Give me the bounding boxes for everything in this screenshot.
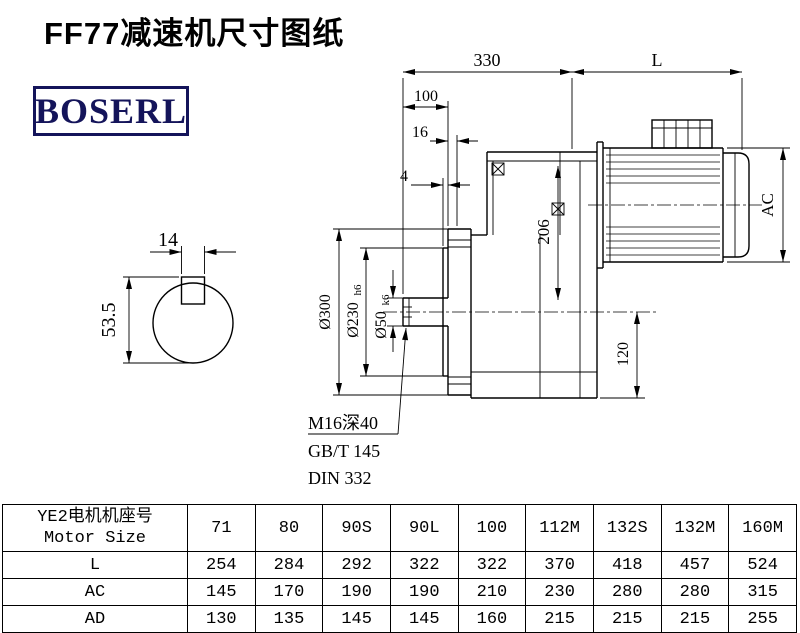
dim-d50-label: Ø50 — [373, 311, 390, 339]
note-din: DIN 332 — [308, 468, 372, 488]
motor-size-header-en: Motor Size — [43, 529, 147, 548]
row-label-AD: AD — [2, 605, 188, 633]
AD-value: 215 — [525, 605, 594, 633]
table-row-AD: AD 130 135 145 145 160 215 215 215 255 — [2, 605, 797, 633]
table-header-row: YE2电机机座号 Motor Size 71 80 90S 90L 100 11… — [2, 504, 797, 552]
table-row-L: L 254 284 292 322 322 370 418 457 524 — [2, 551, 797, 579]
AD-value: 145 — [322, 605, 391, 633]
L-value: 457 — [660, 551, 730, 579]
table-row-AC: AC 145 170 190 190 210 230 280 280 315 — [2, 578, 797, 606]
key-width-label: 14 — [158, 229, 178, 251]
key-dimension-labels: 14 53.5 — [98, 229, 178, 338]
AC-value: 280 — [660, 578, 730, 606]
AD-value: 215 — [660, 605, 730, 633]
frame-col-132M: 132M — [660, 504, 730, 552]
L-value: 370 — [525, 551, 594, 579]
AC-value: 145 — [187, 578, 256, 606]
frame-col-100: 100 — [457, 504, 527, 552]
dimension-lines — [308, 69, 790, 435]
AD-value: 160 — [457, 605, 527, 633]
frame-col-132S: 132S — [592, 504, 662, 552]
boserl-logo-text: BOSERL — [34, 91, 188, 131]
note-gbt: GB/T 145 — [308, 441, 380, 461]
frame-col-90L: 90L — [389, 504, 459, 552]
frame-col-160M: 160M — [728, 504, 797, 552]
L-value: 322 — [457, 551, 527, 579]
row-label-L: L — [2, 551, 188, 579]
AD-value: 135 — [254, 605, 324, 633]
dim-d50-tolerance: k6 — [380, 294, 392, 306]
dim-206-label: 206 — [534, 219, 553, 245]
L-value: 284 — [254, 551, 324, 579]
dim-L-label: L — [652, 50, 663, 70]
AD-value: 215 — [592, 605, 662, 633]
motor-size-header-cn: YE2电机机座号 — [37, 507, 153, 527]
note-thread: M16深40 — [308, 413, 378, 433]
AC-value: 170 — [254, 578, 324, 606]
dim-d300-label: Ø300 — [317, 294, 334, 330]
L-value: 524 — [728, 551, 797, 579]
dim-16-label: 16 — [412, 124, 428, 141]
dim-330-label: 330 — [474, 50, 501, 70]
gear-housing — [470, 142, 598, 399]
row-label-AC: AC — [2, 578, 188, 606]
output-shaft — [402, 297, 448, 327]
dim-d230-label: Ø230 — [345, 302, 362, 338]
thread-notes: M16深40 GB/T 145 DIN 332 — [308, 413, 380, 488]
AD-value: 130 — [187, 605, 256, 633]
frame-col-71: 71 — [187, 504, 256, 552]
dimension-labels: 330 L 100 16 4 AC 206 120 Ø300 Ø230 h6 Ø… — [317, 50, 777, 366]
L-value: 292 — [322, 551, 391, 579]
dim-4-label: 4 — [400, 168, 408, 185]
frame-col-80: 80 — [254, 504, 324, 552]
dim-120-label: 120 — [615, 342, 632, 366]
centerlines — [383, 204, 762, 313]
AD-value: 255 — [728, 605, 797, 633]
dim-d230-tolerance: h6 — [352, 284, 364, 296]
dim-100-label: 100 — [414, 88, 438, 105]
dim-AC-label: AC — [758, 193, 777, 217]
motor-size-header: YE2电机机座号 Motor Size — [2, 504, 188, 552]
frame-col-112M: 112M — [525, 504, 594, 552]
AC-value: 210 — [457, 578, 527, 606]
L-value: 418 — [592, 551, 662, 579]
boserl-logo: BOSERL — [33, 86, 189, 136]
dimension-table: YE2电机机座号 Motor Size 71 80 90S 90L 100 11… — [2, 504, 797, 633]
output-flange — [442, 228, 472, 396]
shaft-cross-section — [123, 246, 236, 364]
AC-value: 230 — [525, 578, 594, 606]
AD-value: 145 — [389, 605, 459, 633]
AC-value: 315 — [728, 578, 797, 606]
AC-value: 280 — [592, 578, 662, 606]
technical-drawing: 14 53.5 — [98, 50, 790, 488]
L-value: 322 — [389, 551, 459, 579]
frame-col-90S: 90S — [322, 504, 391, 552]
motor — [597, 119, 750, 269]
AC-value: 190 — [389, 578, 459, 606]
L-value: 254 — [187, 551, 256, 579]
AC-value: 190 — [322, 578, 391, 606]
page-title: FF77减速机尺寸图纸 — [44, 16, 345, 51]
key-height-label: 53.5 — [98, 303, 120, 338]
